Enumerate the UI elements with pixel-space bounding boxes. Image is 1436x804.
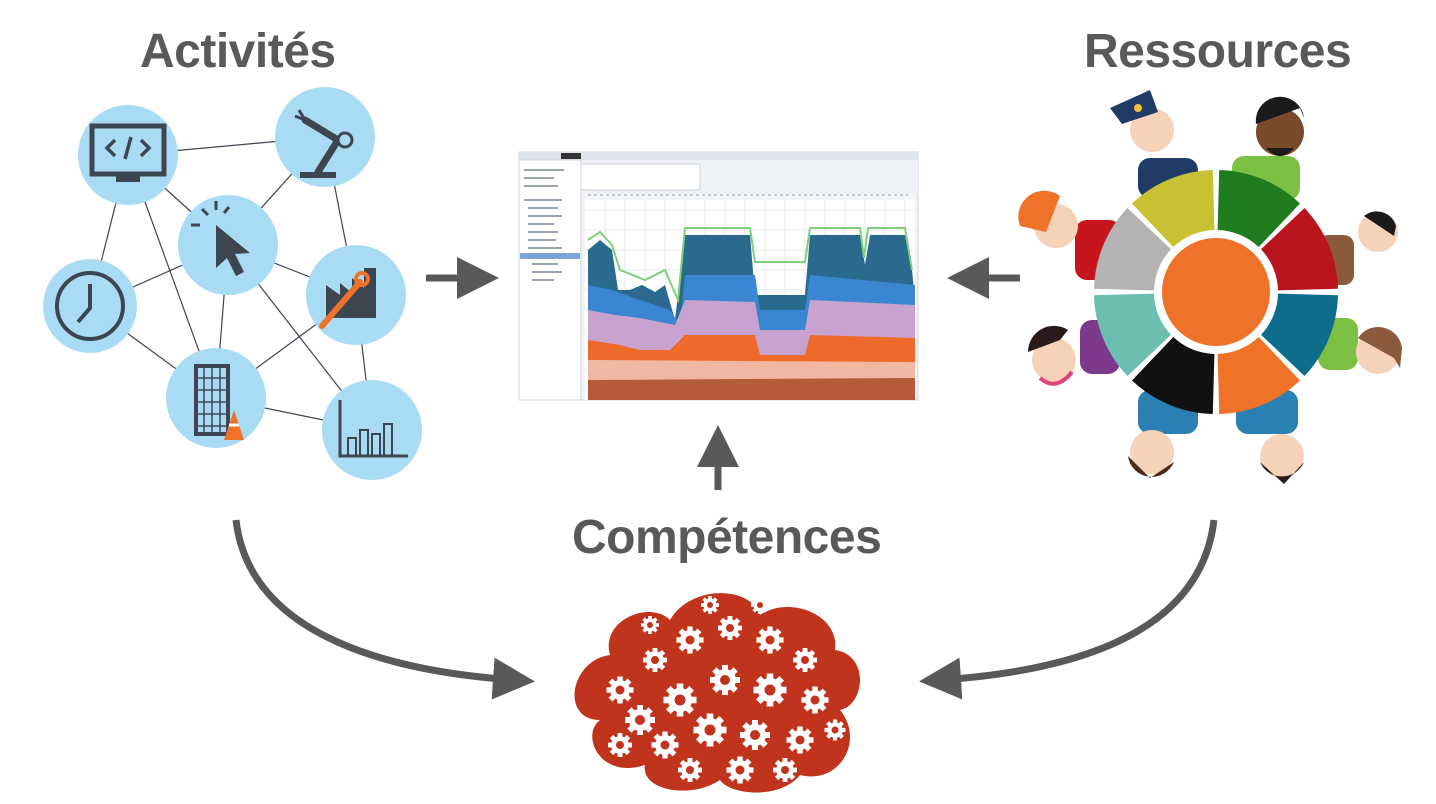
gear-icon (718, 616, 742, 640)
gear-icon (678, 758, 702, 782)
building-cone-icon (166, 348, 266, 448)
gear-icon (651, 731, 679, 759)
gear-icon (663, 683, 697, 717)
gear-icon (726, 756, 754, 784)
activities-title: Activités (140, 25, 336, 78)
gear-icon (786, 726, 814, 754)
gear-icon (751, 596, 769, 614)
gear-icon (701, 596, 719, 614)
arrow-resources-to-skills (919, 519, 1218, 700)
factory-wrench-icon (306, 245, 406, 345)
gear-icon (801, 686, 829, 714)
bar-chart-icon (322, 380, 422, 480)
resources-wheel (1094, 170, 1338, 414)
gear-icon (710, 665, 740, 695)
wheel-segment (1261, 293, 1338, 376)
skills-title: Compétences (572, 511, 882, 564)
wheel-segment (1217, 170, 1300, 247)
wheel-segment (1094, 208, 1171, 291)
arrow-activities-to-skills (232, 519, 535, 700)
wheel-segment (1132, 337, 1215, 414)
gear-icon (740, 720, 770, 750)
gear-icon (676, 626, 704, 654)
wheel-segment (1217, 337, 1300, 414)
resources-title: Ressources (1084, 25, 1352, 78)
gear-icon (753, 673, 787, 707)
gear-icon (641, 616, 659, 634)
gear-icon (824, 719, 846, 741)
cursor-click-icon (178, 195, 278, 295)
wheel-segment (1094, 293, 1171, 376)
gear-icon (693, 713, 727, 747)
code-monitor-icon (78, 105, 178, 205)
gear-icon (625, 705, 655, 735)
skills-gear-cloud (574, 593, 860, 793)
arrows (232, 257, 1218, 700)
gear-icon (793, 648, 817, 672)
robot-arm-icon (275, 87, 375, 187)
software-screenshot (518, 151, 919, 401)
gear-icon (773, 758, 797, 782)
gear-icon (606, 676, 634, 704)
gear-icon (608, 733, 632, 757)
wheel-segment (1261, 208, 1338, 291)
person-right-woman-icon (1318, 318, 1402, 374)
clock-icon (43, 259, 137, 353)
gear-icon (756, 626, 784, 654)
wheel-segment (1132, 170, 1215, 247)
gear-icon (643, 648, 667, 672)
wheel-center (1162, 238, 1270, 346)
